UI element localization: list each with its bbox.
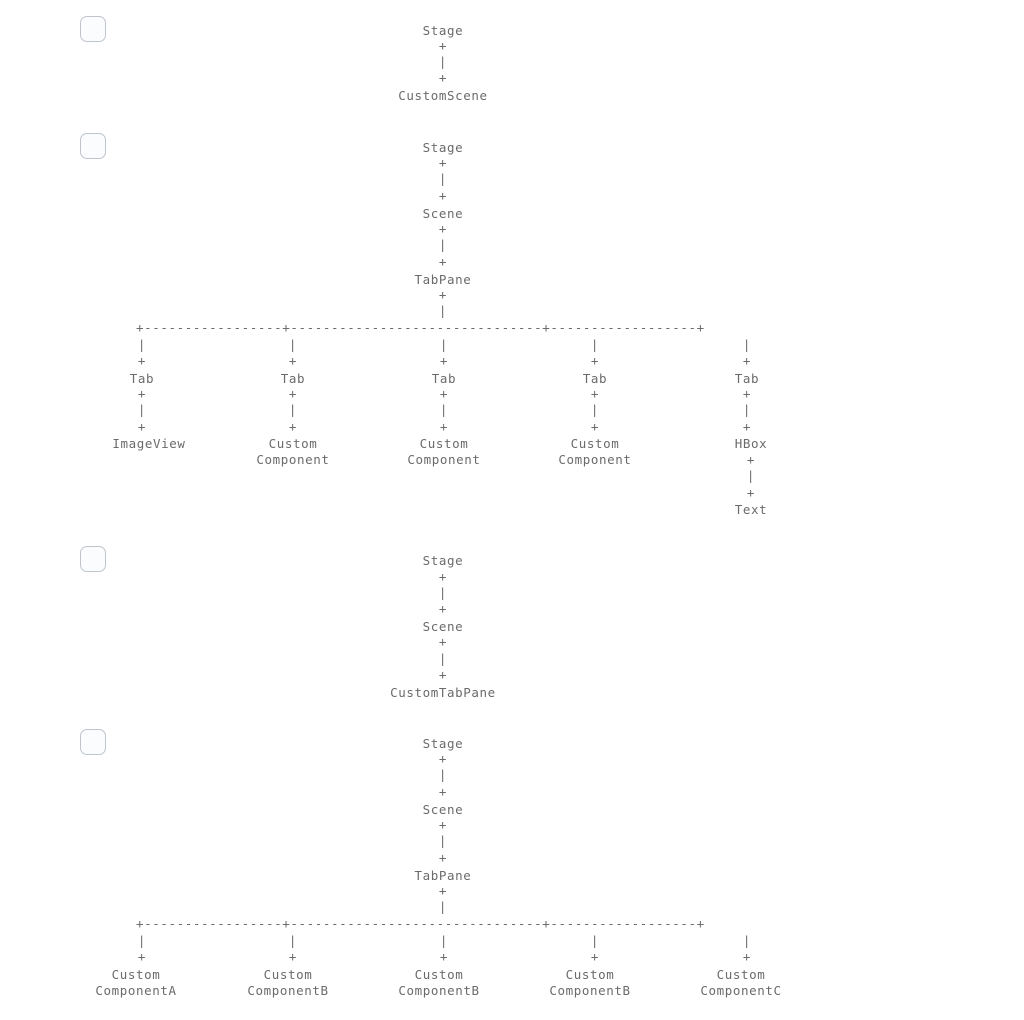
connector-plus-1b: + <box>438 70 448 85</box>
connector-plus-col-2-1: + <box>288 353 298 368</box>
connector-plus-leafb-2-4: + <box>742 419 752 434</box>
connector-pipe-2b: | <box>438 237 448 252</box>
tree-node-scene-3: Scene <box>422 619 464 634</box>
tree-node-tab-2-2: Tab <box>431 371 457 386</box>
connector-pipe-1a: | <box>438 54 448 69</box>
connector-plus-leafb-2-0: + <box>137 419 147 434</box>
connector-plus-3a: + <box>438 569 448 584</box>
tree-node-tabpane-4: TabPane <box>414 868 472 883</box>
connector-plus-col-4-4: + <box>742 949 752 964</box>
tree-leaf-customcomponenta-4-0: Custom ComponentA <box>95 967 177 999</box>
connector-plus-4d: + <box>438 850 448 865</box>
connector-pipe-col-4-1: | <box>288 933 298 948</box>
connector-pipe-leaf-2-1: | <box>288 402 298 417</box>
connector-plus-3b: + <box>438 601 448 616</box>
connector-pipe-col-2-1: | <box>288 337 298 352</box>
tree-leaf-imageview-2-0: ImageView <box>112 436 186 451</box>
tree-node-customtabpane-3: CustomTabPane <box>390 685 496 700</box>
connector-plus-col-2-3: + <box>590 353 600 368</box>
tree-node-stage-1: Stage <box>422 23 464 38</box>
diagram-marker-checkbox-4[interactable] <box>80 729 106 755</box>
connector-plus-col-2-0: + <box>137 353 147 368</box>
tree-leaf-customcomponentb-4-2: Custom ComponentB <box>398 967 480 999</box>
connector-plus-leafb-2-3: + <box>590 419 600 434</box>
connector-plus-4b: + <box>438 784 448 799</box>
tree-node-scene-2: Scene <box>422 206 464 221</box>
tree-leaf-customcomponent-2-2: Custom Component <box>407 436 481 468</box>
connector-pipe-col-2-4: | <box>742 337 752 352</box>
tree-node-scene-4: Scene <box>422 802 464 817</box>
tree-node-stage-3: Stage <box>422 553 464 568</box>
tree-node-tab-2-4: Tab <box>734 371 760 386</box>
tree-node-tab-2-3: Tab <box>582 371 608 386</box>
connector-plus-2a: + <box>438 155 448 170</box>
tree-node-stage-4: Stage <box>422 736 464 751</box>
connector-plus-leaf-2-2: + <box>439 386 449 401</box>
branch-bar-4: +-----------------+---------------------… <box>136 916 705 931</box>
connector-plus-leaf-2-1: + <box>288 386 298 401</box>
tree-node-stage-2: Stage <box>422 140 464 155</box>
connector-plus-leaf-2-4: + <box>742 386 752 401</box>
connector-pipe-2c: | <box>438 303 448 318</box>
connector-pipe-leaf-2-2: | <box>439 402 449 417</box>
connector-plus-col-2-2: + <box>439 353 449 368</box>
diagram-marker-checkbox-2[interactable] <box>80 133 106 159</box>
tree-leaf-customcomponentb-4-3: Custom ComponentB <box>549 967 631 999</box>
connector-pipe-col-4-3: | <box>590 933 600 948</box>
connector-plus-col-4-0: + <box>137 949 147 964</box>
connector-plus-col-4-2: + <box>439 949 449 964</box>
connector-pipe-leaf-2-4: | <box>742 402 752 417</box>
connector-plus-2c: + <box>438 221 448 236</box>
connector-pipe-leaf-2-0: | <box>137 402 147 417</box>
tree-leaf-hbox-2-4: HBox <box>734 436 768 451</box>
connector-pipe-4b: | <box>438 833 448 848</box>
connector-pipe-3b: | <box>438 651 448 666</box>
connector-pipe-leaf-2-3: | <box>590 402 600 417</box>
connector-plus-4e: + <box>438 883 448 898</box>
connector-plus-3d: + <box>438 667 448 682</box>
tree-node-tab-2-1: Tab <box>280 371 306 386</box>
connector-pipe-4a: | <box>438 767 448 782</box>
connector-plus-col-4-3: + <box>590 949 600 964</box>
tree-leaf-customcomponentb-4-1: Custom ComponentB <box>247 967 329 999</box>
connector-plus-1a: + <box>438 38 448 53</box>
tree-leaf-customcomponentc-4-4: Custom ComponentC <box>700 967 782 999</box>
connector-plus-leaf-2-3: + <box>590 386 600 401</box>
connector-pipe-3a: | <box>438 585 448 600</box>
connector-pipe-2a: | <box>438 171 448 186</box>
connector-plus-col-4-1: + <box>288 949 298 964</box>
connector-plus-leaf-2-0: + <box>137 386 147 401</box>
connector-plus-2e: + <box>438 287 448 302</box>
diagram-marker-checkbox-3[interactable] <box>80 546 106 572</box>
connector-plus-2b: + <box>438 188 448 203</box>
connector-plus-leafb-2-1: + <box>288 419 298 434</box>
branch-bar-2: +-----------------+---------------------… <box>136 320 705 335</box>
connector-plus-3c: + <box>438 634 448 649</box>
tree-leaf-customcomponent-2-1: Custom Component <box>256 436 330 468</box>
tree-leaf-text-2-4: Text <box>734 502 768 517</box>
tree-node-tabpane-2: TabPane <box>414 272 472 287</box>
diagram-marker-checkbox-1[interactable] <box>80 16 106 42</box>
connector-pipe-col-2-0: | <box>137 337 147 352</box>
connector-pipe-col-4-0: | <box>137 933 147 948</box>
connector-pipe-col-4-2: | <box>439 933 449 948</box>
connector-plus-hbox-2a: + <box>746 452 756 467</box>
connector-plus-4a: + <box>438 751 448 766</box>
connector-plus-leafb-2-2: + <box>439 419 449 434</box>
tree-node-tab-2-0: Tab <box>129 371 155 386</box>
connector-plus-hbox-2b: + <box>746 485 756 500</box>
connector-pipe-hbox-2: | <box>746 468 756 483</box>
tree-node-customscene-1: CustomScene <box>398 88 488 103</box>
connector-pipe-col-2-2: | <box>439 337 449 352</box>
connector-plus-col-2-4: + <box>742 353 752 368</box>
connector-plus-4c: + <box>438 817 448 832</box>
connector-pipe-col-4-4: | <box>742 933 752 948</box>
connector-plus-2d: + <box>438 254 448 269</box>
connector-pipe-col-2-3: | <box>590 337 600 352</box>
connector-pipe-4c: | <box>438 899 448 914</box>
tree-leaf-customcomponent-2-3: Custom Component <box>558 436 632 468</box>
